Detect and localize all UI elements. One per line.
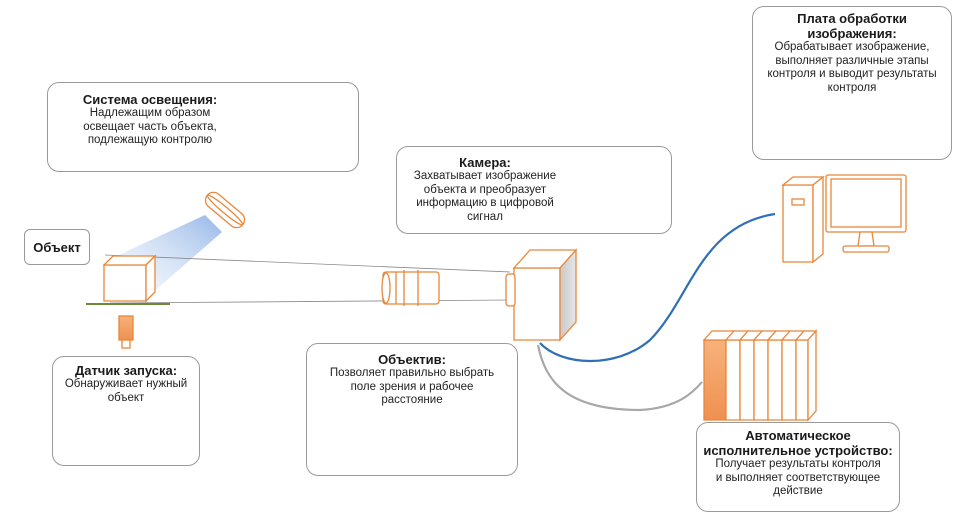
camera-desc-line-2: объекта и преобразует	[423, 183, 547, 196]
trigger-sensor-callout: Датчик запуска: Обнаруживает нужный объе…	[52, 356, 200, 466]
lens-desc-line-1: Позволяет правильно выбрать	[329, 367, 495, 379]
processing-board-title-line-1: Плата обработки	[797, 11, 907, 26]
camera-body-icon	[505, 248, 578, 342]
lighting-desc-line-2: освещает часть объекта,	[83, 120, 217, 133]
camera-callout: Камера: Захватывает изображение объекта …	[396, 146, 672, 234]
optical-line-top	[104, 254, 511, 273]
processing-board-callout: Плата обработки изображения: Обрабатывае…	[752, 6, 952, 160]
optical-line-bottom	[109, 299, 511, 304]
actuator-desc-line-1: Получает результаты контроля	[715, 458, 881, 470]
processing-board-desc-line-4: контроля	[827, 81, 877, 94]
trigger-sensor-title: Датчик запуска:	[74, 363, 178, 378]
processing-board-title-line-2: изображения:	[807, 26, 897, 41]
camera-desc-line-4: сигнал	[467, 210, 503, 223]
processing-board-desc-line-2: выполняет различные этапы	[775, 54, 929, 67]
lens-desc-line-3: расстояние	[381, 394, 443, 406]
actuator-plc-icon	[702, 329, 818, 422]
camera-desc-line-1: Захватывает изображение	[413, 170, 557, 182]
pc-tower-icon	[781, 175, 825, 264]
lighting-desc-line-1: Надлежащим образом	[89, 107, 211, 119]
object-label-box: Объект	[24, 229, 90, 265]
actuator-title-line-1: Автоматическое	[745, 428, 851, 443]
actuator-callout: Автоматическое исполнительное устройство…	[696, 422, 900, 512]
cable-to-actuator	[536, 344, 703, 412]
lens-callout: Объектив: Позволяет правильно выбрать по…	[306, 343, 518, 476]
lighting-title: Система освещения:	[82, 92, 218, 107]
object-label: Объект	[33, 239, 81, 255]
lamp-icon	[204, 191, 246, 229]
lens-title: Объектив:	[378, 352, 446, 367]
camera-title: Камера:	[459, 155, 511, 170]
lighting-desc-line-3: подлежащую контролю	[87, 134, 213, 146]
trigger-sensor-desc-line-2: объект	[107, 391, 145, 404]
actuator-title-line-2: исполнительное устройство:	[703, 443, 893, 458]
monitor-icon	[825, 174, 907, 253]
cable-to-pc	[539, 212, 776, 363]
lens-icon	[381, 270, 440, 306]
trigger-sensor-desc-line-1: Обнаруживает нужный	[64, 378, 188, 390]
object-cube-icon	[102, 254, 157, 303]
lens-desc-line-2: поле зрения и рабочее	[350, 380, 474, 393]
sensor-small-icon	[118, 315, 134, 349]
actuator-desc-line-2: и выполняет соответствующее	[715, 471, 881, 484]
actuator-desc-line-3: действие	[773, 485, 823, 497]
processing-board-desc-line-1: Обрабатывает изображение,	[774, 41, 930, 53]
lighting-callout: Система освещения: Надлежащим образом ос…	[47, 82, 359, 172]
processing-board-desc-line-3: контроля и выводит результаты	[767, 68, 937, 80]
camera-desc-line-3: информацию в цифровой	[416, 197, 554, 209]
